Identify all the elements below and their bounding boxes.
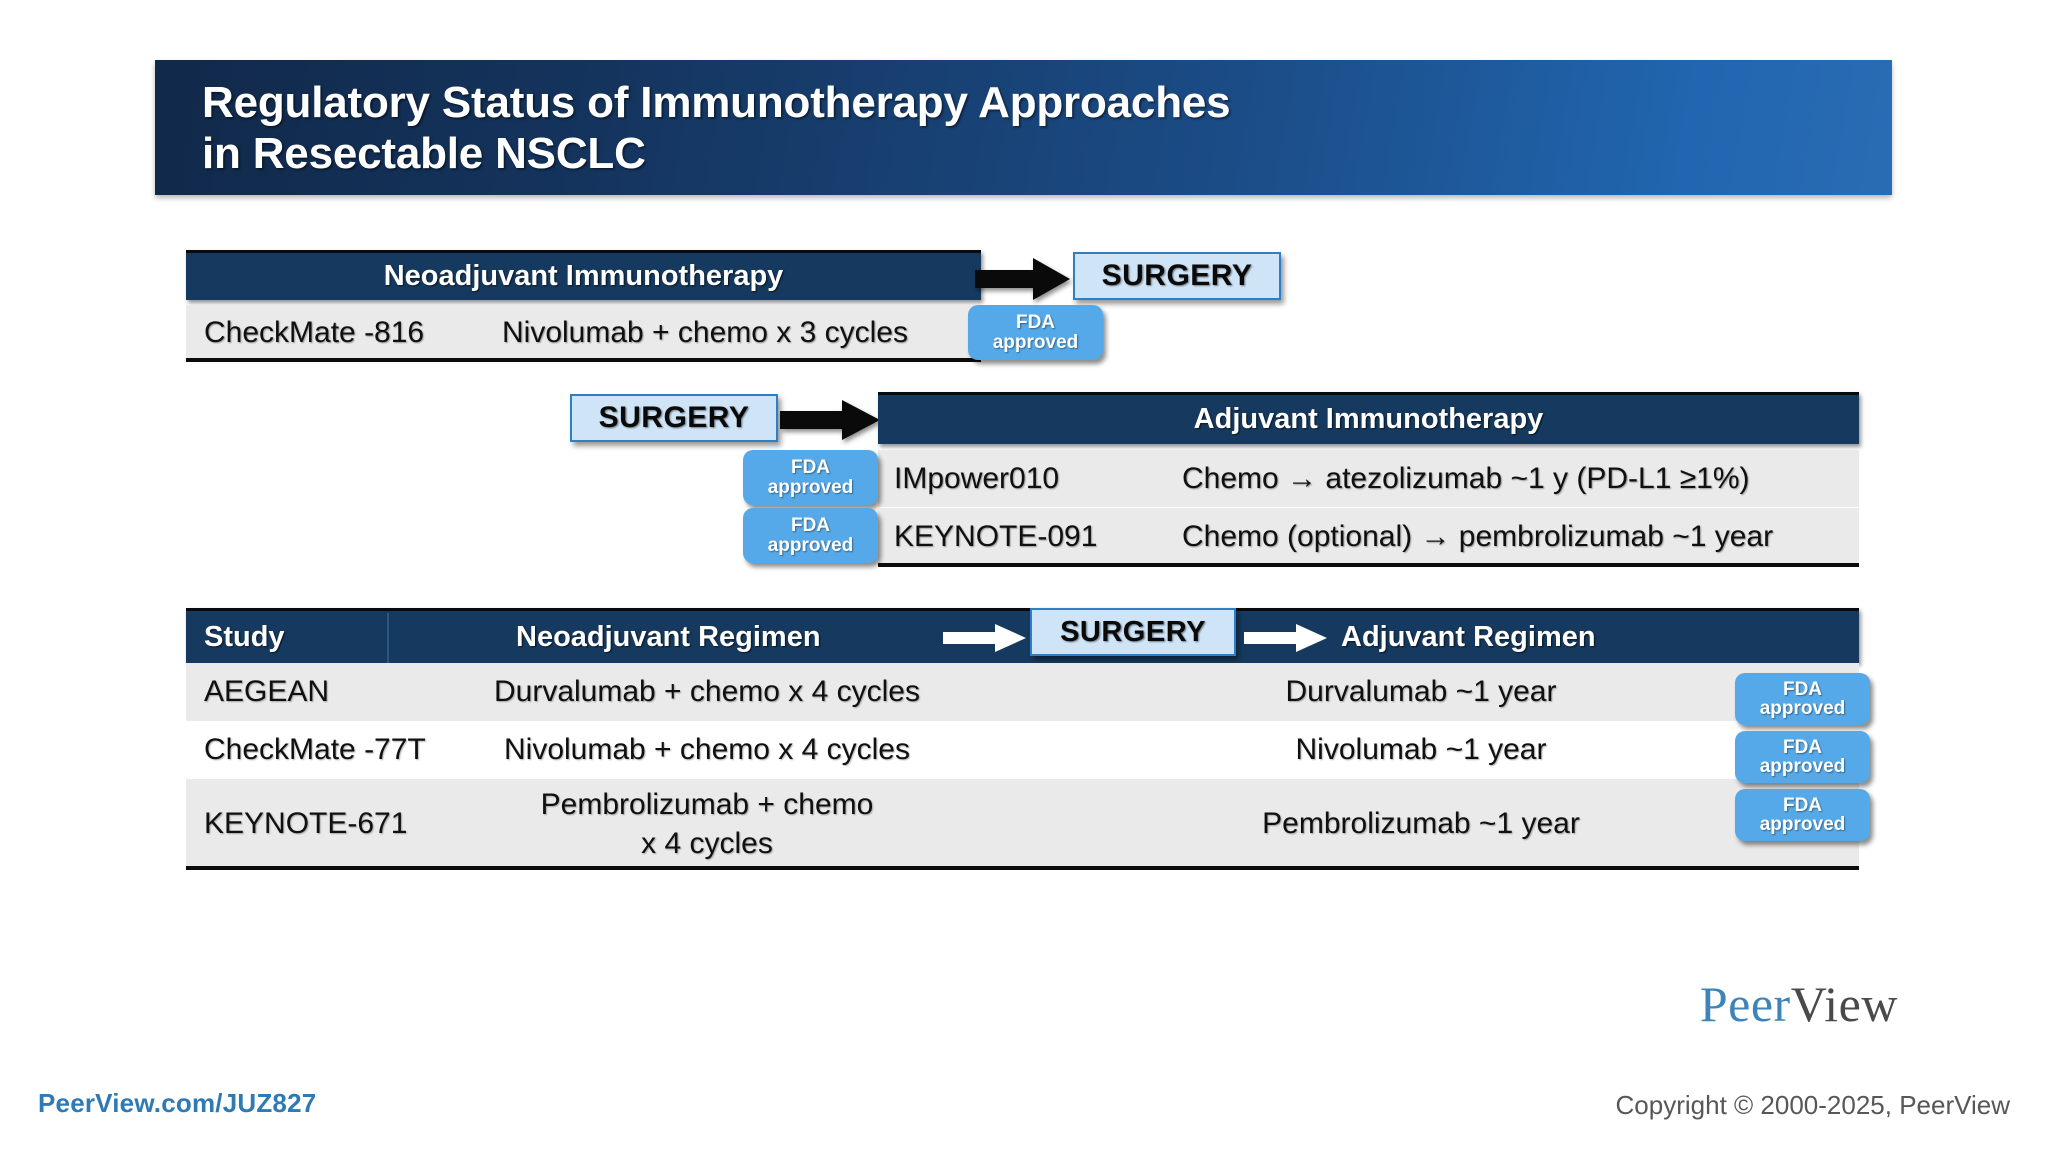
table-cell-neoadjuvant-keynote671-line2: x 4 cycles	[641, 827, 773, 860]
fda-badge-line2: approved	[767, 534, 854, 556]
white-arrow-surgery-to-adjuvant	[1244, 624, 1327, 652]
surgery-chip-adjuvant: SURGERY	[570, 394, 778, 442]
table-cell-adjuvant-aegean-label: Durvalumab ~1 year	[1285, 675, 1557, 708]
table-cell-neoadjuvant-keynote671: Pembrolizumab + chemo x 4 cycles	[387, 779, 1027, 869]
footer-link[interactable]: PeerView.com/JUZ827	[38, 1088, 317, 1118]
fda-badge-checkmate816: FDA approved	[968, 305, 1103, 360]
neoadjuvant-bottom-rule	[186, 358, 981, 362]
adjuvant-row-impower010: IMpower010 Chemo → atezolizumab ~1 y (PD…	[878, 450, 1859, 507]
table-cell-study-aegean-label: AEGEAN	[204, 675, 330, 708]
table-cell-adjuvant-keynote671: Pembrolizumab ~1 year	[1186, 779, 1656, 869]
table-header-row: Study Neoadjuvant Regimen SURGERY Adjuva…	[186, 608, 1859, 663]
table-cell-neoadjuvant-checkmate77t-label: Nivolumab + chemo x 4 cycles	[504, 733, 910, 766]
arrow-surgery-to-adjuvant	[780, 400, 880, 440]
peerview-logo-part2: View	[1790, 976, 1898, 1032]
fda-badge-line1: FDA	[1782, 794, 1823, 816]
adjuvant-row-regimen-keynote091: Chemo (optional) → pembrolizumab ~1 year	[1182, 519, 1774, 553]
table-cell-adjuvant-checkmate77t: Nivolumab ~1 year	[1186, 721, 1656, 779]
table-header-neoadjuvant: Neoadjuvant Regimen	[516, 611, 821, 663]
fda-badge-line2: approved	[992, 331, 1079, 353]
neoadjuvant-study-regimen: Nivolumab + chemo x 3 cycles	[502, 315, 908, 349]
surgery-chip-neoadjuvant-label: SURGERY	[1101, 259, 1253, 292]
footer-copyright: Copyright © 2000-2025, PeerView	[1615, 1090, 2010, 1120]
fda-badge-checkmate77t: FDA approved	[1735, 731, 1870, 783]
surgery-chip-neoadjuvant: SURGERY	[1073, 252, 1281, 300]
table-cell-neoadjuvant-checkmate77t: Nivolumab + chemo x 4 cycles	[387, 721, 1027, 779]
fda-badge-line1: FDA	[1015, 312, 1056, 334]
adjuvant-header-label: Adjuvant Immunotherapy	[1193, 403, 1544, 435]
title-banner: Regulatory Status of Immunotherapy Appro…	[155, 60, 1892, 195]
table-row: CheckMate -77T Nivolumab + chemo x 4 cyc…	[186, 721, 1859, 779]
table-bottom-rule	[186, 866, 1859, 870]
table-cell-adjuvant-checkmate77t-label: Nivolumab ~1 year	[1295, 733, 1547, 766]
adjuvant-header-bar: Adjuvant Immunotherapy	[878, 392, 1859, 444]
table-header-study-label: Study	[204, 620, 285, 653]
surgery-chip-table-label: SURGERY	[1060, 615, 1206, 648]
fda-badge-line2: approved	[1759, 756, 1846, 777]
adjuvant-row-study-impower010: IMpower010	[894, 461, 1060, 495]
white-arrow-neoadjuvant-to-surgery	[943, 624, 1026, 652]
fda-badge-line1: FDA	[790, 515, 831, 537]
table-cell-study-aegean: AEGEAN	[204, 663, 329, 721]
adjuvant-row-keynote091: KEYNOTE-091 Chemo (optional) → pembroliz…	[878, 508, 1859, 565]
arrow-neoadjuvant-to-surgery	[975, 258, 1070, 300]
table-cell-neoadjuvant-aegean: Durvalumab + chemo x 4 cycles	[387, 663, 1027, 721]
table-cell-study-checkmate77t: CheckMate -77T	[204, 721, 426, 779]
fda-badge-line1: FDA	[790, 457, 831, 479]
fda-badge-line1: FDA	[1782, 736, 1823, 758]
table-cell-study-checkmate77t-label: CheckMate -77T	[204, 733, 426, 766]
fda-badge-line2: approved	[1759, 814, 1846, 835]
table-cell-study-keynote671: KEYNOTE-671	[204, 779, 407, 869]
perioperative-table: Study Neoadjuvant Regimen SURGERY Adjuva…	[186, 608, 1859, 870]
fda-badge-line1: FDA	[1782, 678, 1823, 700]
table-row: KEYNOTE-671 Pembrolizumab + chemo x 4 cy…	[186, 779, 1859, 869]
fda-badge-keynote671: FDA approved	[1735, 789, 1870, 841]
table-cell-adjuvant-aegean: Durvalumab ~1 year	[1186, 663, 1656, 721]
adjuvant-row-study-keynote091: KEYNOTE-091	[894, 519, 1098, 553]
surgery-chip-table: SURGERY	[1030, 608, 1236, 656]
fda-badge-keynote091: FDA approved	[743, 508, 878, 563]
fda-badge-line2: approved	[1759, 698, 1846, 719]
table-header-neoadjuvant-label: Neoadjuvant Regimen	[516, 620, 821, 653]
table-header-study: Study	[204, 611, 285, 663]
neoadjuvant-study-name: CheckMate -816	[204, 315, 425, 349]
page-title-line1: Regulatory Status of Immunotherapy Appro…	[202, 78, 1231, 127]
table-cell-adjuvant-keynote671-label: Pembrolizumab ~1 year	[1262, 807, 1580, 840]
surgery-chip-adjuvant-label: SURGERY	[598, 401, 750, 434]
peerview-logo: PeerView	[1700, 975, 1898, 1033]
table-header-adjuvant: Adjuvant Regimen	[1341, 611, 1596, 663]
fda-badge-line2: approved	[767, 476, 854, 498]
table-cell-study-keynote671-label: KEYNOTE-671	[204, 807, 408, 840]
fda-badge-aegean: FDA approved	[1735, 673, 1870, 725]
page-title: Regulatory Status of Immunotherapy Appro…	[202, 77, 1702, 180]
table-cell-neoadjuvant-aegean-label: Durvalumab + chemo x 4 cycles	[493, 675, 920, 708]
fda-badge-impower010: FDA approved	[743, 450, 878, 505]
neoadjuvant-study-row: CheckMate -816 Nivolumab + chemo x 3 cyc…	[186, 305, 981, 360]
neoadjuvant-header-bar: Neoadjuvant Immunotherapy	[186, 250, 981, 300]
page-title-line2: in Resectable NSCLC	[202, 129, 646, 179]
table-row: AEGEAN Durvalumab + chemo x 4 cycles Dur…	[186, 663, 1859, 721]
neoadjuvant-header-label: Neoadjuvant Immunotherapy	[383, 260, 784, 292]
adjuvant-row-regimen-impower010: Chemo → atezolizumab ~1 y (PD-L1 ≥1%)	[1182, 461, 1750, 495]
adjuvant-bottom-rule	[878, 563, 1859, 567]
table-cell-neoadjuvant-keynote671-line1: Pembrolizumab + chemo	[540, 788, 874, 821]
table-header-adjuvant-label: Adjuvant Regimen	[1341, 620, 1596, 653]
peerview-logo-part1: Peer	[1699, 976, 1791, 1032]
column-divider	[387, 613, 389, 663]
